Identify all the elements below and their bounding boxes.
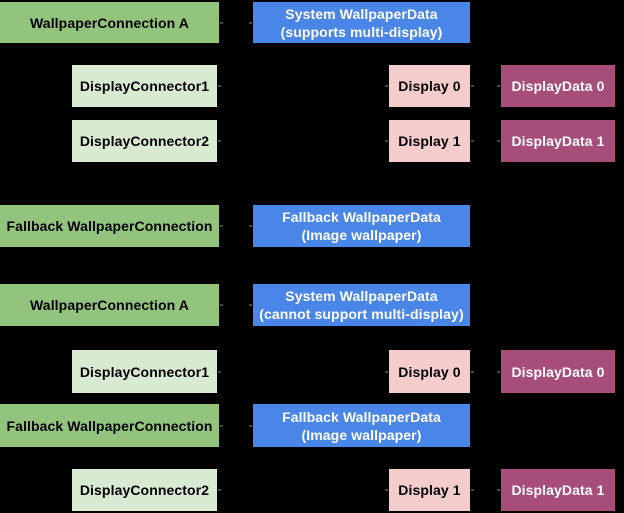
connector-stub xyxy=(218,140,221,142)
connector-stub xyxy=(249,225,252,227)
node-label: Fallback WallpaperConnection xyxy=(6,218,213,234)
node-label: DisplayData 0 xyxy=(511,78,605,94)
system-wallpaper-data-multi: System WallpaperData (supports multi-dis… xyxy=(253,2,470,43)
connector-stub xyxy=(385,85,388,87)
connector-stub xyxy=(218,489,221,491)
node-label: Display 1 xyxy=(398,482,461,498)
fallback-wallpaper-connection-top: Fallback WallpaperConnection xyxy=(0,205,219,247)
display-connector-2-top: DisplayConnector2 xyxy=(72,120,217,162)
connector-stub xyxy=(385,489,388,491)
node-label: WallpaperConnection A xyxy=(30,14,189,31)
connector-stub xyxy=(497,371,500,373)
connector-stub xyxy=(220,304,223,306)
display-connector-1-bottom: DisplayConnector1 xyxy=(72,350,217,393)
connector-stub xyxy=(249,22,252,24)
connector-stub xyxy=(249,425,252,427)
node-label: Display 1 xyxy=(398,133,461,149)
connector-stub xyxy=(220,22,223,24)
display-data-1-bottom: DisplayData 1 xyxy=(501,469,615,511)
display-connector-1-top: DisplayConnector1 xyxy=(72,65,217,107)
connector-stub xyxy=(497,489,500,491)
wallpaper-connection-a-top: WallpaperConnection A xyxy=(0,2,219,43)
node-label: DisplayConnector1 xyxy=(79,78,210,94)
connector-stub xyxy=(249,304,252,306)
display-connector-2-bottom: DisplayConnector2 xyxy=(72,469,217,511)
fallback-wallpaper-data-top: Fallback WallpaperData (Image wallpaper) xyxy=(253,205,470,247)
node-label: Fallback WallpaperConnection xyxy=(6,417,213,434)
node-label: System WallpaperData (cannot support mul… xyxy=(259,288,464,322)
node-label: WallpaperConnection A xyxy=(30,297,189,313)
node-label: DisplayConnector2 xyxy=(79,133,210,149)
node-label: DisplayData 1 xyxy=(511,482,605,498)
display-0-top: Display 0 xyxy=(389,65,470,107)
fallback-wallpaper-data-bottom: Fallback WallpaperData (Image wallpaper) xyxy=(253,404,470,447)
node-label: DisplayData 1 xyxy=(511,133,605,149)
display-data-1-top: DisplayData 1 xyxy=(501,120,615,162)
connector-stub xyxy=(471,140,474,142)
connector-stub xyxy=(497,85,500,87)
node-label: System WallpaperData (supports multi-dis… xyxy=(280,5,443,40)
connector-stub xyxy=(471,85,474,87)
display-0-bottom: Display 0 xyxy=(389,350,470,393)
fallback-wallpaper-connection-bottom: Fallback WallpaperConnection xyxy=(0,404,219,447)
connector-stub xyxy=(385,140,388,142)
connector-stub xyxy=(218,85,221,87)
display-data-0-top: DisplayData 0 xyxy=(501,65,615,107)
node-label: Display 0 xyxy=(398,363,461,380)
connector-stub xyxy=(497,140,500,142)
node-label: DisplayConnector1 xyxy=(79,363,210,380)
connector-stub xyxy=(220,225,223,227)
display-1-top: Display 1 xyxy=(389,120,470,162)
node-label: DisplayData 0 xyxy=(511,363,605,380)
node-label: DisplayConnector2 xyxy=(79,482,210,498)
node-label: Display 0 xyxy=(398,78,461,94)
display-1-bottom: Display 1 xyxy=(389,469,470,511)
node-label: Fallback WallpaperData (Image wallpaper) xyxy=(282,209,441,243)
system-wallpaper-data-no-multi: System WallpaperData (cannot support mul… xyxy=(253,284,470,326)
connector-stub xyxy=(471,371,474,373)
node-label: Fallback WallpaperData (Image wallpaper) xyxy=(282,408,441,443)
connector-stub xyxy=(471,489,474,491)
connector-stub xyxy=(385,371,388,373)
connector-stub xyxy=(218,371,221,373)
connector-stub xyxy=(220,425,223,427)
display-data-0-bottom: DisplayData 0 xyxy=(501,350,615,393)
wallpaper-connection-a-bottom: WallpaperConnection A xyxy=(0,284,219,326)
